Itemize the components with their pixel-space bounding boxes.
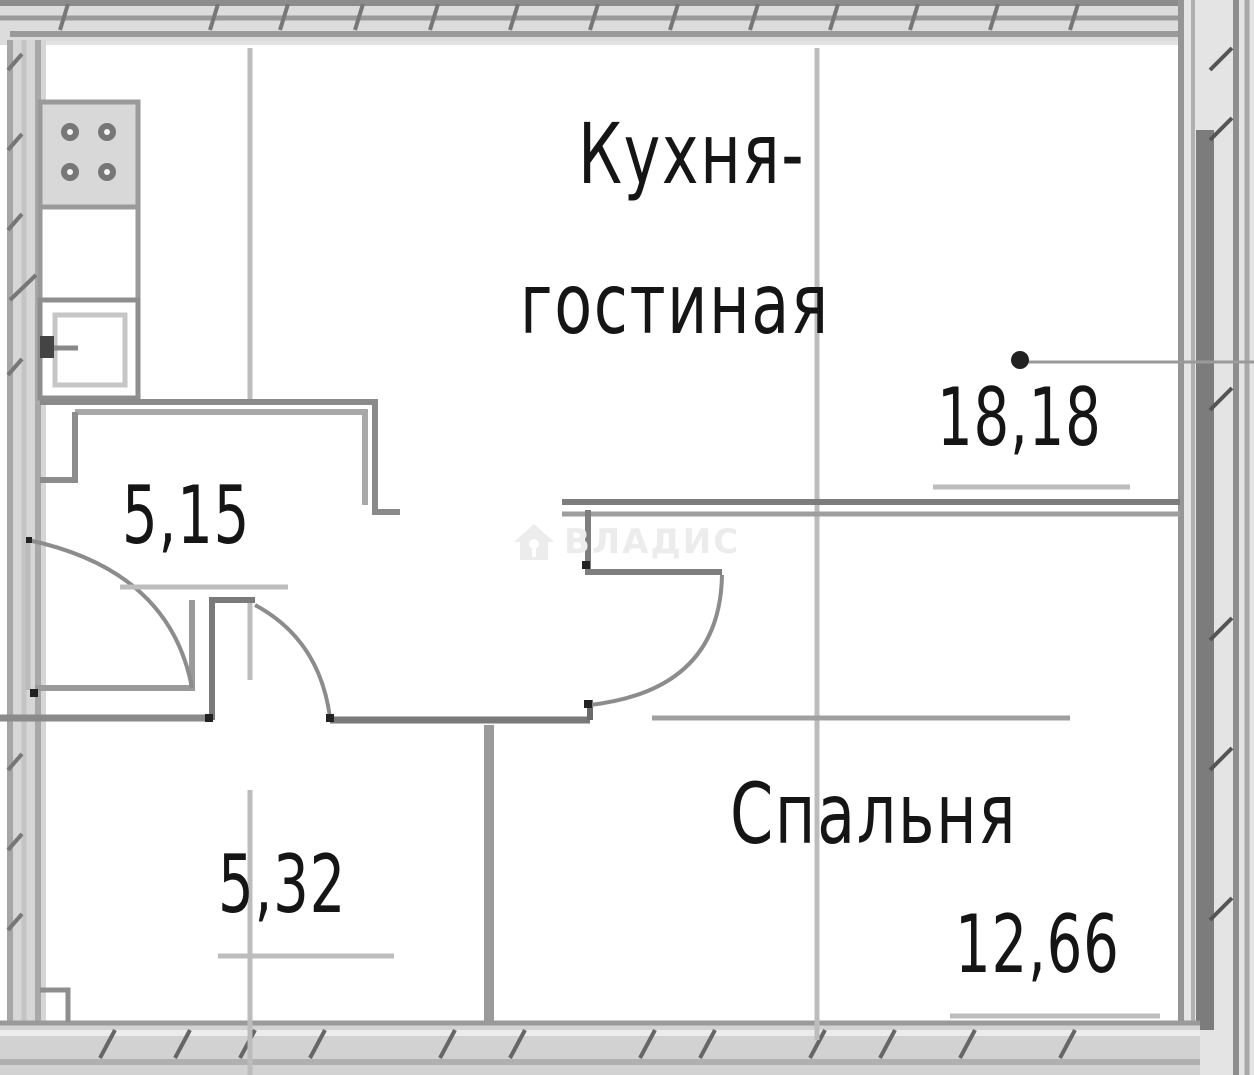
sink-icon [37, 297, 141, 401]
outer-wall-top [0, 0, 1254, 45]
door-arc-wc [254, 603, 332, 719]
room-area-bedroom: 12,66 [955, 898, 1120, 991]
room-area-hallway: 5,32 [218, 838, 347, 931]
room-name-kitchen-line1: Кухня- [578, 105, 806, 203]
watermark: ВЛАДИС [512, 522, 740, 562]
room-area-bathroom: 5,15 [122, 469, 251, 562]
area-underlines [120, 484, 1160, 1019]
axis-lines [247, 48, 1254, 1075]
outer-wall-right [1178, 0, 1254, 1075]
wall-nodes [26, 351, 1029, 722]
door-swing-arcs [27, 538, 724, 719]
stove-icon [37, 99, 141, 210]
room-name-kitchen-line2: гостиная [520, 255, 830, 353]
kitchen-counter [37, 204, 141, 303]
house-key-icon [514, 524, 554, 560]
door-arc-bathroom [27, 538, 194, 689]
room-name-bedroom: Спальня [730, 765, 1018, 863]
outer-wall-bottom [0, 1020, 1200, 1075]
door-arc-bedroom [589, 574, 724, 707]
room-area-kitchen: 18,18 [937, 371, 1102, 464]
watermark-text: ВЛАДИС [564, 522, 741, 562]
